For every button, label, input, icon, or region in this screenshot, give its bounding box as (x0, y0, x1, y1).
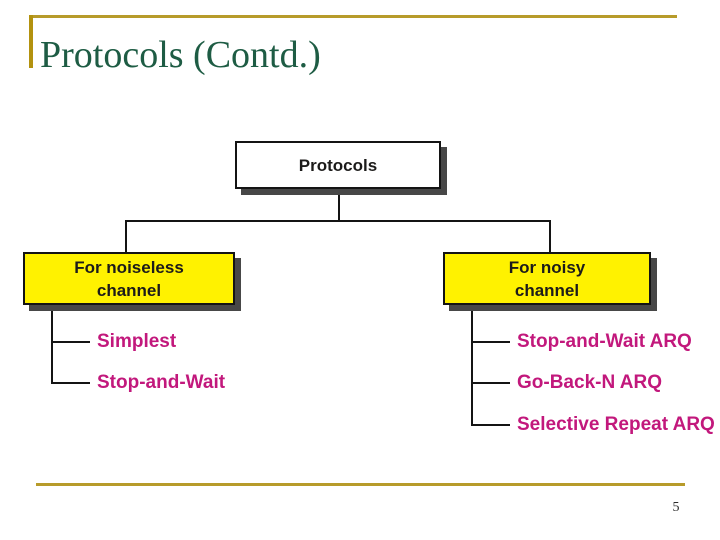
root-box-label: Protocols (298, 155, 378, 175)
tick-go-back-n-arq (473, 382, 510, 384)
leaf-simplest: Simplest (97, 331, 177, 352)
tick-stop-and-wait-arq (473, 341, 510, 343)
leaf-go-back-n-arq: Go-Back-N ARQ (517, 372, 662, 393)
top-gold-rule (31, 15, 677, 18)
tick-simplest (53, 341, 90, 343)
connector-drop-left (125, 220, 127, 252)
page-number: 5 (672, 500, 680, 515)
connector-drop-right (549, 220, 551, 252)
branch-box-label-line: channel (96, 280, 162, 300)
title-accent-bar (29, 15, 33, 68)
slide-title: Protocols (Contd.) (40, 34, 321, 76)
branch-line-noisy (471, 305, 473, 426)
leaf-stop-and-wait-arq: Stop-and-Wait ARQ (517, 331, 692, 352)
root-box-protocols: Protocols (235, 141, 441, 189)
bottom-gold-rule (36, 483, 685, 486)
branch-box-noisy: For noisy channel (443, 252, 651, 305)
tick-stop-and-wait (53, 382, 90, 384)
branch-box-label-line: For noisy (508, 257, 586, 277)
leaf-stop-and-wait: Stop-and-Wait (97, 372, 226, 393)
tick-selective-repeat-arq (473, 424, 510, 426)
branch-line-noiseless (51, 305, 53, 384)
connector-horizontal (126, 220, 551, 222)
branch-box-label-line: For noiseless (74, 257, 184, 277)
branch-box-noiseless: For noiseless channel (23, 252, 235, 305)
connector-root-stub (338, 189, 340, 222)
branch-box-label-line: channel (514, 280, 580, 300)
leaf-selective-repeat-arq: Selective Repeat ARQ (517, 414, 715, 435)
